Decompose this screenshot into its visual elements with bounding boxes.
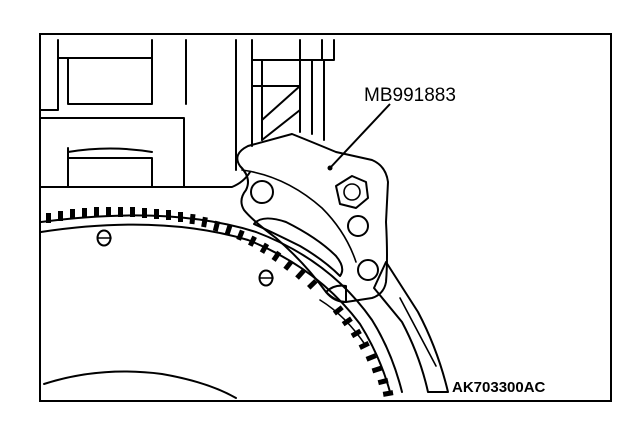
callout-label: MB991883 <box>364 85 456 106</box>
flywheel <box>40 207 403 399</box>
flywheel-hole <box>96 229 112 247</box>
hex-bolt <box>335 175 369 209</box>
callout-leader-dot <box>327 165 333 171</box>
tool-hole <box>347 215 369 237</box>
flywheel-stopper-tool <box>236 133 449 393</box>
figure-id: AK703300AC <box>452 379 546 396</box>
bolt-head-left <box>250 180 274 204</box>
callout-leader-line <box>329 103 391 169</box>
tool-hole <box>357 259 379 281</box>
ring-gear-teeth <box>46 207 394 397</box>
flywheel-hole <box>258 269 274 287</box>
engine-block <box>40 39 335 188</box>
figure-border <box>39 33 612 402</box>
